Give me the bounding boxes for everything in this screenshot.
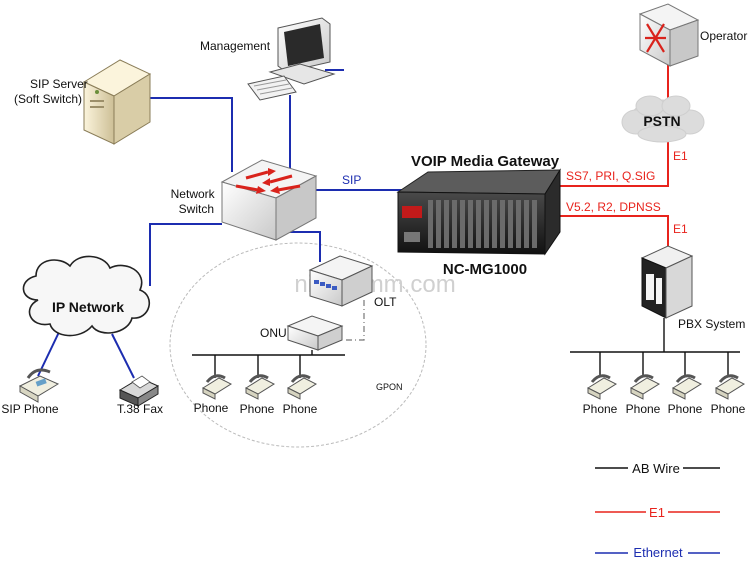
olt-label: OLT <box>374 295 397 309</box>
operator-switch-icon <box>638 3 700 67</box>
gpon-phone-label: Phone <box>283 402 318 416</box>
pbx-label: PBX System <box>678 317 745 331</box>
legend-e1-label: E1 <box>649 505 665 520</box>
gpon-phone-icon <box>286 374 318 400</box>
gpon-area <box>169 242 427 448</box>
ethernet-server-switch <box>150 97 233 172</box>
pbx-phones: Phone Phone Phone Phone <box>583 374 746 416</box>
e1-links <box>560 62 669 248</box>
fax-icon <box>118 375 160 407</box>
onu-icon <box>286 315 344 351</box>
fiber-link <box>345 300 365 341</box>
sip-phone-label: SIP Phone <box>1 402 58 416</box>
legend-e1: E1 <box>595 505 720 520</box>
pbx-phone-icon <box>671 374 703 400</box>
pbx-protocols-label: V5.2, R2, DPNSS <box>566 200 661 214</box>
olt-icon <box>308 255 374 307</box>
pbx-phone-icon <box>629 374 661 400</box>
e1-top-label: E1 <box>673 149 688 163</box>
pbx-phone-label: Phone <box>668 402 703 416</box>
sip-phone-icon <box>18 368 60 403</box>
ethernet-ipnetwork-fax <box>111 333 135 379</box>
management-label: Management <box>200 39 271 53</box>
gpon-phone-icon <box>201 374 233 400</box>
operator-label: Operator <box>700 29 747 43</box>
pbx-phone-label: Phone <box>583 402 618 416</box>
e1-gateway-pbx <box>560 215 669 248</box>
legend-ethernet-label: Ethernet <box>633 545 683 560</box>
ab-wire-buses <box>192 318 740 378</box>
ethernet-switch-ipnetwork <box>149 223 222 286</box>
gpon-phone-icon <box>244 374 276 400</box>
ip-network-label: IP Network <box>52 299 124 315</box>
network-switch-icon <box>220 159 318 241</box>
gpon-phone-label: Phone <box>194 401 229 415</box>
gpon-phone-label: Phone <box>240 402 275 416</box>
ip-network-cloud-icon <box>22 255 151 337</box>
pstn-label: PSTN <box>643 113 680 129</box>
legend: AB Wire E1 Ethernet <box>595 461 720 560</box>
gateway-title: VOIP Media Gateway <box>411 153 560 170</box>
sip-server-icon <box>82 59 152 145</box>
pbx-icon <box>640 245 694 319</box>
pstn-protocols-label: SS7, PRI, Q.SIG <box>566 169 655 183</box>
network-switch-label: Network Switch <box>171 187 218 216</box>
legend-ethernet: Ethernet <box>595 545 720 560</box>
gpon-label: GPON <box>376 382 403 392</box>
voip-gateway-icon <box>396 168 561 256</box>
ethernet-ipnetwork-sipphone <box>37 329 61 377</box>
fax-label: T.38 Fax <box>117 402 163 416</box>
legend-ab-wire: AB Wire <box>595 461 720 476</box>
pbx-phone-label: Phone <box>711 402 746 416</box>
pbx-phone-icon <box>586 374 618 400</box>
legend-ab-wire-label: AB Wire <box>632 461 680 476</box>
e1-gateway-pstn <box>560 140 669 187</box>
management-pc-icon <box>247 17 336 101</box>
pbx-phone-icon <box>714 374 746 400</box>
gateway-model: NC-MG1000 <box>443 261 527 278</box>
e1-pbx-label: E1 <box>673 222 688 236</box>
sip-server-label: SIP Server (Soft Switch) <box>14 77 91 106</box>
gpon-phones: Phone Phone Phone <box>194 374 318 416</box>
pstn-cloud-icon <box>621 95 705 143</box>
sip-link-label: SIP <box>342 173 361 187</box>
onu-label: ONU <box>260 326 287 340</box>
pbx-phone-label: Phone <box>626 402 661 416</box>
